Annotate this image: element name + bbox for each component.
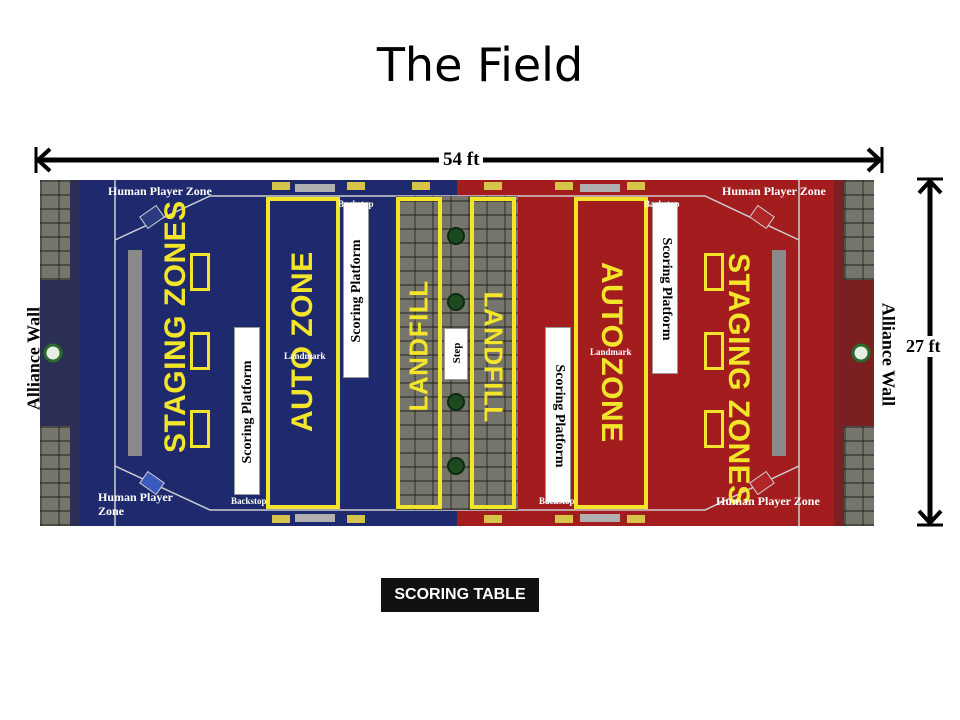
alliance-wall-label-right: Alliance Wall — [878, 302, 899, 407]
human-player-zone-label-bottom-right: Human Player Zone — [716, 494, 820, 508]
human-player-zone-label-top-left: Human Player Zone — [108, 184, 212, 198]
landmark-label-blue: Landmark — [284, 351, 326, 361]
landfill-label-blue: LANDFILL — [403, 280, 434, 412]
human-player-zone-label-top-right: Human Player Zone — [722, 184, 826, 198]
landmark-label-red: Landmark — [590, 347, 632, 357]
container-1 — [447, 227, 465, 245]
container-4 — [447, 457, 465, 475]
backstop-label: Backstop — [644, 199, 680, 209]
auto-zone-red — [574, 197, 648, 509]
staging-zone-red-1 — [704, 253, 724, 291]
scoring-platform-blue-top: Scoring Platform — [343, 202, 369, 378]
staging-zones-label-red: STAGING ZONES — [722, 253, 755, 506]
staging-zone-blue-3 — [190, 410, 210, 448]
container-2 — [447, 293, 465, 311]
scoring-table: SCORING TABLE — [381, 578, 539, 612]
staging-zone-red-2 — [704, 332, 724, 370]
scoring-platform-label: Scoring Platform — [552, 364, 567, 468]
backstop-label: Backstop — [338, 199, 374, 209]
alliance-wall-stone-top-left — [40, 180, 70, 280]
scoring-platform-label: Scoring Platform — [659, 237, 674, 341]
staging-zone-blue-2 — [190, 332, 210, 370]
alliance-wall-stone-top-right — [844, 180, 874, 280]
landfill-label-red: LANDFILL — [478, 291, 509, 423]
landfill-zone-red — [470, 197, 516, 509]
alliance-wall-stone-bottom-left — [40, 426, 70, 526]
step: Step — [444, 328, 468, 380]
staging-zone-blue-1 — [190, 253, 210, 291]
width-label: 27 ft — [902, 336, 945, 357]
scoring-platform-blue-bottom: Scoring Platform — [234, 327, 260, 495]
backstop-label: Backstop — [539, 496, 575, 506]
scoring-platform-label: Scoring Platform — [240, 360, 255, 464]
field: Step LANDFILL LANDFILL AUTO ZONE AUTO ZO… — [40, 180, 874, 526]
scoring-platform-red-top: Scoring Platform — [652, 202, 678, 374]
scoring-platform-red-bottom: Scoring Platform — [545, 327, 571, 503]
staging-zone-red-3 — [704, 410, 724, 448]
landfill-zone-blue — [396, 197, 442, 509]
page-title: The Field — [376, 38, 584, 92]
backstop-label: Backstop — [231, 496, 267, 506]
human-player-zone-label-bottom-left: Human Player Zone — [98, 490, 173, 518]
field-boundary-lines — [43, 180, 871, 526]
container-3 — [447, 393, 465, 411]
scoring-platform-label: Scoring Platform — [349, 239, 364, 343]
auto-zone-blue — [266, 197, 340, 509]
staging-zones-label-blue: STAGING ZONES — [159, 200, 192, 453]
alliance-wall-stone-bottom-right — [844, 426, 874, 526]
length-label: 54 ft — [439, 149, 484, 171]
auto-zone-label-blue: AUTO ZONE — [286, 251, 319, 432]
step-label: Step — [451, 342, 463, 364]
